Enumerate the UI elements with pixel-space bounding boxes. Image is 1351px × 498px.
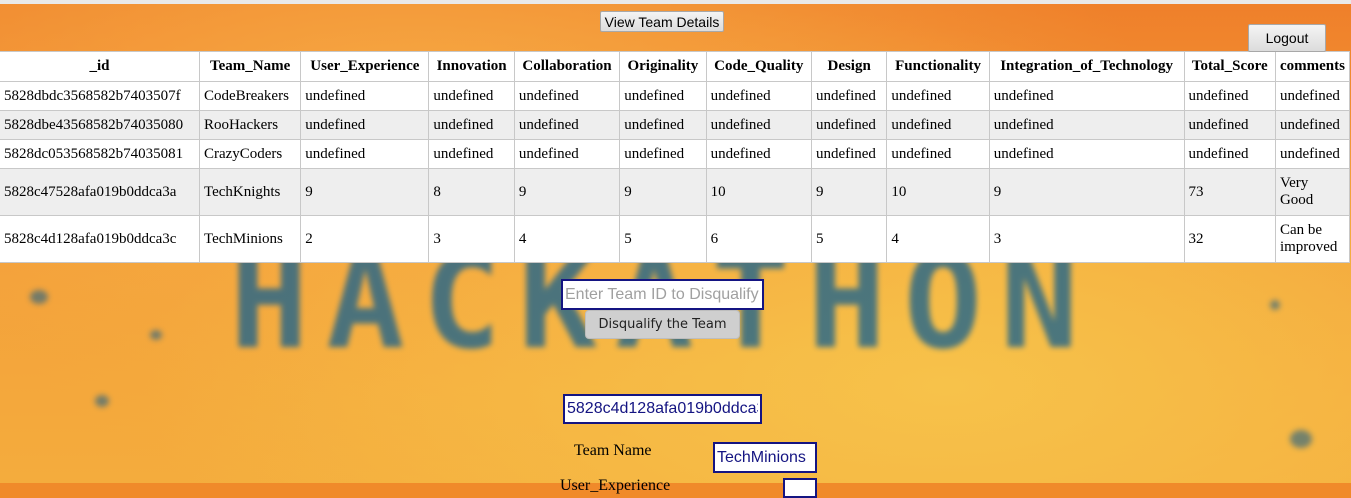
table-cell: 8 — [428, 168, 515, 216]
table-cell: undefined — [886, 110, 990, 140]
table-cell: undefined — [619, 110, 707, 140]
table-cell: 9 — [810, 168, 888, 216]
column-header-originality: Originality — [619, 51, 707, 82]
table-cell: undefined — [513, 139, 621, 169]
team-id-field[interactable] — [563, 394, 762, 424]
table-cell: undefined — [810, 110, 888, 140]
table-cell: 6 — [705, 215, 812, 263]
table-cell: 73 — [1183, 168, 1276, 216]
teams-table: _id Team_Name User_Experience Innovation… — [0, 51, 1351, 263]
table-cell: undefined — [810, 139, 888, 169]
column-header-comments: comments — [1274, 51, 1351, 82]
table-cell: undefined — [619, 139, 707, 169]
table-cell: 3 — [428, 215, 515, 263]
user-experience-label: User_Experience — [560, 477, 671, 494]
table-cell: 5 — [810, 215, 888, 263]
table-cell: 9 — [619, 168, 707, 216]
table-cell: undefined — [1274, 139, 1351, 169]
table-cell: CrazyCoders — [198, 139, 302, 169]
column-header-id: _id — [0, 51, 200, 82]
column-header-innovation: Innovation — [428, 51, 515, 82]
table-cell: undefined — [886, 139, 990, 169]
table-cell: RooHackers — [198, 110, 302, 140]
team-name-label: Team Name — [574, 442, 652, 459]
table-cell: Very Good — [1274, 168, 1351, 216]
table-cell: undefined — [428, 110, 515, 140]
table-cell: undefined — [300, 139, 430, 169]
table-cell: undefined — [886, 81, 990, 111]
table-cell: Can be improved — [1274, 215, 1351, 263]
table-cell: 32 — [1183, 215, 1276, 263]
column-header-integration-of-technology: Integration_of_Technology — [988, 51, 1185, 82]
table-cell: undefined — [1183, 139, 1276, 169]
user-experience-field[interactable] — [783, 478, 817, 498]
table-cell: undefined — [810, 81, 888, 111]
table-cell: undefined — [705, 81, 812, 111]
table-cell: undefined — [300, 110, 430, 140]
table-cell: 5828c47528afa019b0ddca3a — [0, 168, 200, 216]
table-cell: undefined — [988, 81, 1185, 111]
table-cell: undefined — [513, 110, 621, 140]
logout-button[interactable]: Logout — [1248, 24, 1326, 52]
table-cell: 5828dbe43568582b74035080 — [0, 110, 200, 140]
table-cell: 10 — [705, 168, 812, 216]
disqualify-team-id-input[interactable] — [561, 279, 764, 310]
background-blob — [30, 290, 48, 304]
table-cell: 5828c4d128afa019b0ddca3c — [0, 215, 200, 263]
table-cell: undefined — [705, 110, 812, 140]
table-cell: undefined — [428, 81, 515, 111]
table-cell: 9 — [988, 168, 1185, 216]
table-cell: undefined — [1274, 110, 1351, 140]
table-cell: 5828dc053568582b74035081 — [0, 139, 200, 169]
table-cell: undefined — [1183, 110, 1276, 140]
table-cell: CodeBreakers — [198, 81, 302, 111]
table-cell: undefined — [1274, 81, 1351, 111]
table-cell: undefined — [619, 81, 707, 111]
table-cell: undefined — [300, 81, 430, 111]
table-cell: 5828dbdc3568582b7403507f — [0, 81, 200, 111]
table-cell: undefined — [428, 139, 515, 169]
column-header-collaboration: Collaboration — [513, 51, 621, 82]
table-cell: 4 — [886, 215, 990, 263]
table-cell: undefined — [513, 81, 621, 111]
table-cell: 10 — [886, 168, 990, 216]
team-name-field[interactable] — [713, 442, 817, 473]
table-cell: 9 — [513, 168, 621, 216]
column-header-functionality: Functionality — [886, 51, 990, 82]
disqualify-team-button[interactable]: Disqualify the Team — [585, 310, 740, 339]
background-blob — [1270, 300, 1280, 310]
table-cell: TechKnights — [198, 168, 302, 216]
table-cell: 2 — [300, 215, 430, 263]
background-blob — [95, 395, 109, 407]
column-header-code-quality: Code_Quality — [705, 51, 812, 82]
view-team-details-button[interactable]: View Team Details — [600, 11, 724, 32]
table-cell: 9 — [300, 168, 430, 216]
background-blob — [1290, 430, 1312, 448]
table-cell: undefined — [1183, 81, 1276, 111]
table-cell: 5 — [619, 215, 707, 263]
table-cell: undefined — [988, 110, 1185, 140]
table-cell: TechMinions — [198, 215, 302, 263]
column-header-user-experience: User_Experience — [300, 51, 430, 82]
table-cell: undefined — [705, 139, 812, 169]
column-header-design: Design — [810, 51, 888, 82]
background-blob — [150, 330, 162, 340]
column-header-total-score: Total_Score — [1183, 51, 1276, 82]
table-cell: 3 — [988, 215, 1185, 263]
table-cell: 4 — [513, 215, 621, 263]
column-header-team-name: Team_Name — [198, 51, 302, 82]
table-cell: undefined — [988, 139, 1185, 169]
top-border — [0, 0, 1351, 4]
table-header-row: _id Team_Name User_Experience Innovation… — [0, 51, 1351, 82]
